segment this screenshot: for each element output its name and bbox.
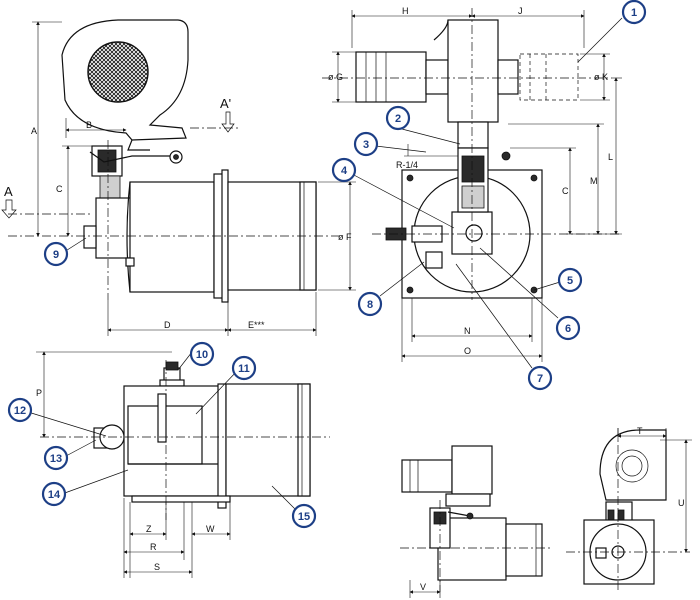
- svg-text:9: 9: [53, 249, 59, 261]
- svg-text:4: 4: [341, 165, 348, 177]
- section-mark-a: A: [4, 184, 13, 199]
- dim-h-label: H: [402, 6, 409, 16]
- callout-leaders: [27, 17, 623, 511]
- dim-r-label: R: [150, 542, 157, 552]
- section-mark-a-prime: A': [220, 96, 231, 111]
- svg-text:3: 3: [363, 139, 369, 151]
- dim-t-label: T: [637, 426, 643, 436]
- fan-housing: [447, 19, 499, 123]
- small-side-view: V: [400, 445, 550, 598]
- callout-4: 4: [331, 157, 357, 183]
- dim-v-label: V: [420, 582, 426, 592]
- callout-13: 13: [43, 445, 69, 471]
- dim-p-label: P: [36, 388, 42, 398]
- dim-m-label: M: [590, 176, 598, 186]
- dim-k-label: ø K: [594, 72, 608, 82]
- dim-g-label: ø G: [328, 72, 343, 82]
- dim-e-label: E***: [248, 320, 265, 330]
- callout-6: 6: [555, 315, 581, 341]
- dim-o-label: O: [464, 346, 471, 356]
- dim-z-label: Z: [146, 524, 152, 534]
- svg-text:7: 7: [537, 373, 543, 385]
- dim-w-label: W: [206, 524, 215, 534]
- callout-7: 7: [527, 365, 553, 391]
- front-elevation-view: H J ø G ø K L M C R-1/4 N O: [322, 6, 622, 362]
- svg-text:1: 1: [631, 7, 637, 19]
- dim-c-label: C: [56, 184, 63, 194]
- dim-s-label: S: [154, 562, 160, 572]
- dim-d-label: D: [164, 320, 171, 330]
- motor-body: [355, 51, 427, 103]
- dim-u-label: U: [678, 498, 685, 508]
- svg-text:5: 5: [567, 275, 573, 287]
- svg-text:15: 15: [298, 511, 310, 523]
- dim-b-label: B: [86, 120, 92, 130]
- svg-text:6: 6: [565, 323, 571, 335]
- callout-9: 9: [43, 241, 69, 267]
- svg-text:13: 13: [50, 453, 62, 465]
- callout-15: 15: [291, 503, 317, 529]
- svg-text:2: 2: [395, 113, 401, 125]
- pipe-size-label: R-1/4: [396, 160, 418, 170]
- svg-text:8: 8: [367, 299, 373, 311]
- burner-body: [129, 181, 215, 293]
- dim-a-label: A: [31, 126, 37, 136]
- callout-8: 8: [357, 291, 383, 317]
- callout-1: 1: [621, 0, 647, 25]
- small-front-view: T U: [566, 426, 692, 592]
- blower-mesh-inlet: [87, 41, 149, 103]
- callout-14: 14: [41, 481, 67, 507]
- callout-2: 2: [385, 105, 411, 131]
- side-elevation-view: A' A A B C ø F D E***: [1, 19, 356, 336]
- svg-text:14: 14: [48, 489, 61, 501]
- section-view: P Z R S W: [36, 351, 330, 578]
- dim-j-label: J: [518, 6, 523, 16]
- callout-5: 5: [557, 267, 583, 293]
- callout-10: 10: [189, 341, 215, 367]
- dim-l-label: L: [608, 152, 613, 162]
- dim-c-front-label: C: [562, 186, 569, 196]
- callout-3: 3: [353, 131, 379, 157]
- callout-11: 11: [231, 355, 257, 381]
- dim-n-label: N: [464, 326, 471, 336]
- svg-text:10: 10: [196, 349, 208, 361]
- svg-text:12: 12: [14, 405, 26, 417]
- dim-f-label: ø F: [338, 232, 352, 242]
- callout-12: 12: [7, 397, 33, 423]
- svg-text:11: 11: [238, 363, 250, 375]
